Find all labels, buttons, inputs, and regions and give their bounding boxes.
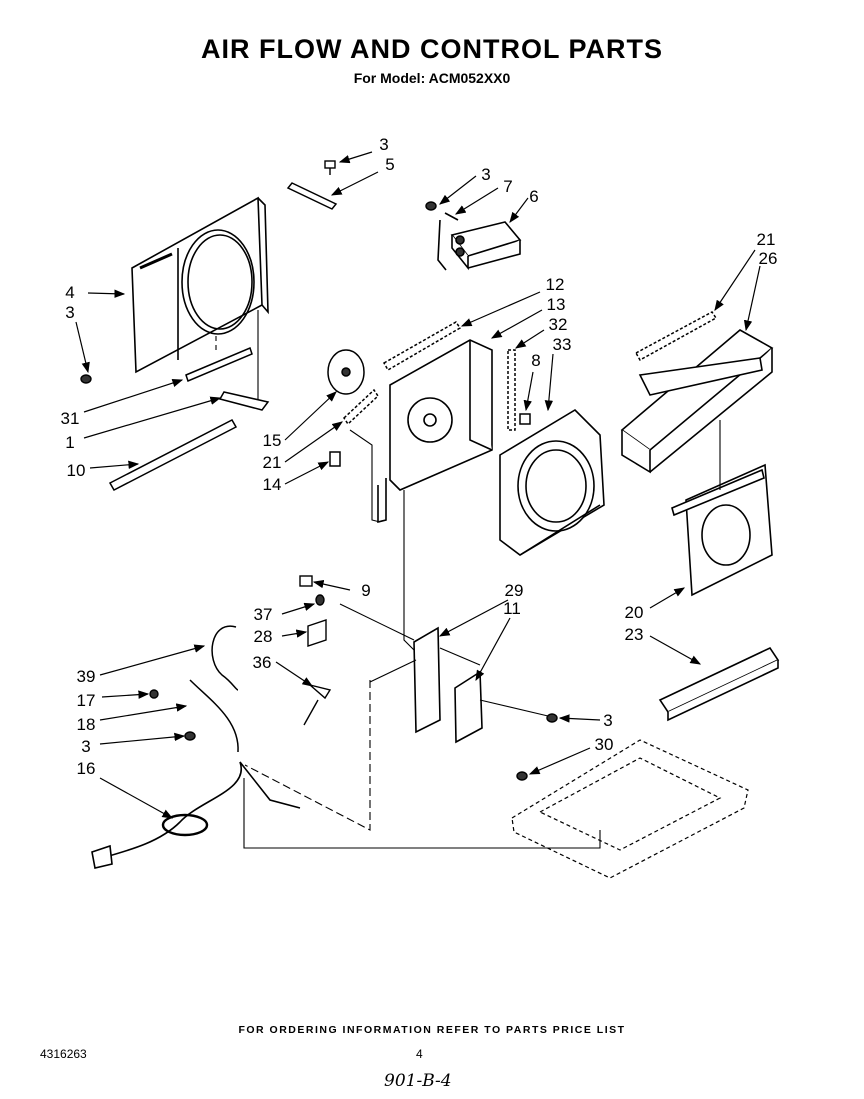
- knob-9: [299, 575, 313, 587]
- bracket-5: [286, 182, 338, 210]
- callout-21: 21: [757, 230, 776, 249]
- callout-39: 39: [77, 667, 96, 686]
- callout-3: 3: [379, 135, 388, 154]
- callout-10: 10: [67, 461, 86, 480]
- callout-1: 1: [65, 433, 74, 452]
- callout-11: 11: [503, 599, 521, 618]
- screws-lower: [149, 594, 558, 781]
- callout-13: 13: [547, 295, 566, 314]
- gasket-32: [507, 349, 516, 431]
- callout-28: 28: [254, 627, 273, 646]
- callout-20: 20: [625, 603, 644, 622]
- bulkhead-13: [377, 339, 493, 524]
- callout-16: 16: [77, 759, 96, 778]
- seal-strip-31: [185, 346, 253, 383]
- wire-18: [189, 679, 239, 753]
- model-subtitle: For Model: ACM052XX0: [353, 70, 511, 86]
- callout-31: 31: [61, 409, 80, 428]
- clip-8: [519, 413, 531, 425]
- screw-left-bottom: [80, 374, 92, 384]
- callout-30: 30: [595, 735, 614, 754]
- callout-3: 3: [481, 165, 490, 184]
- assembly-lines: [215, 310, 721, 849]
- callout-9: 9: [361, 581, 370, 600]
- leader-lines: [75, 151, 761, 819]
- control-bracket-29: [413, 626, 441, 734]
- scroll-housing-33: [499, 408, 605, 556]
- gasket-strip-21-center: [343, 388, 379, 426]
- callout-5: 5: [385, 155, 394, 174]
- callout-32: 32: [549, 315, 568, 334]
- callout-18: 18: [77, 715, 96, 734]
- callout-37: 37: [254, 605, 273, 624]
- power-cord-16: [91, 761, 301, 869]
- callout-26: 26: [759, 249, 778, 268]
- handwritten-code: 901-B-4: [384, 1071, 452, 1091]
- callout-3: 3: [603, 711, 612, 730]
- base-pan-reference: [511, 739, 749, 879]
- clip-14: [329, 451, 341, 467]
- screw-top-left: [324, 160, 336, 175]
- callout-3: 3: [65, 303, 74, 322]
- callout-33: 33: [553, 335, 572, 354]
- page-number: 4: [416, 1047, 423, 1061]
- capacitor-6: [437, 212, 522, 271]
- callout-14: 14: [263, 475, 282, 494]
- ordering-note: FOR ORDERING INFORMATION REFER TO PARTS …: [238, 1024, 626, 1036]
- gasket-strip-21: [634, 311, 718, 362]
- thermostat-36: [303, 684, 332, 726]
- callout-15: 15: [263, 431, 282, 450]
- screw-capacitor: [425, 201, 437, 211]
- callout-36: 36: [253, 653, 272, 672]
- bracket-1: [218, 391, 270, 411]
- page-title: AIR FLOW AND CONTROL PARTS: [201, 34, 663, 64]
- front-panel-20: [671, 463, 773, 597]
- callout-17: 17: [77, 691, 96, 710]
- filter-23: [658, 646, 780, 722]
- document-number: 4316263: [40, 1047, 87, 1061]
- callout-29: 29: [505, 581, 524, 600]
- switch-28: [307, 619, 327, 647]
- callout-3: 3: [81, 737, 90, 756]
- callout-8: 8: [531, 351, 540, 370]
- air-duct-26: [620, 329, 774, 474]
- callout-4: 4: [65, 283, 74, 302]
- plate-11: [454, 670, 483, 744]
- callout-7: 7: [503, 177, 512, 196]
- seal-strip-10: [108, 419, 238, 491]
- orifice-panel: [131, 196, 269, 374]
- harness-39: [211, 625, 239, 691]
- gasket-strip-12: [382, 321, 462, 372]
- callout-12: 12: [546, 275, 565, 294]
- fan-blade-15: [327, 349, 365, 395]
- callout-6: 6: [529, 187, 538, 206]
- callout-23: 23: [625, 625, 644, 644]
- callout-21: 21: [263, 453, 282, 472]
